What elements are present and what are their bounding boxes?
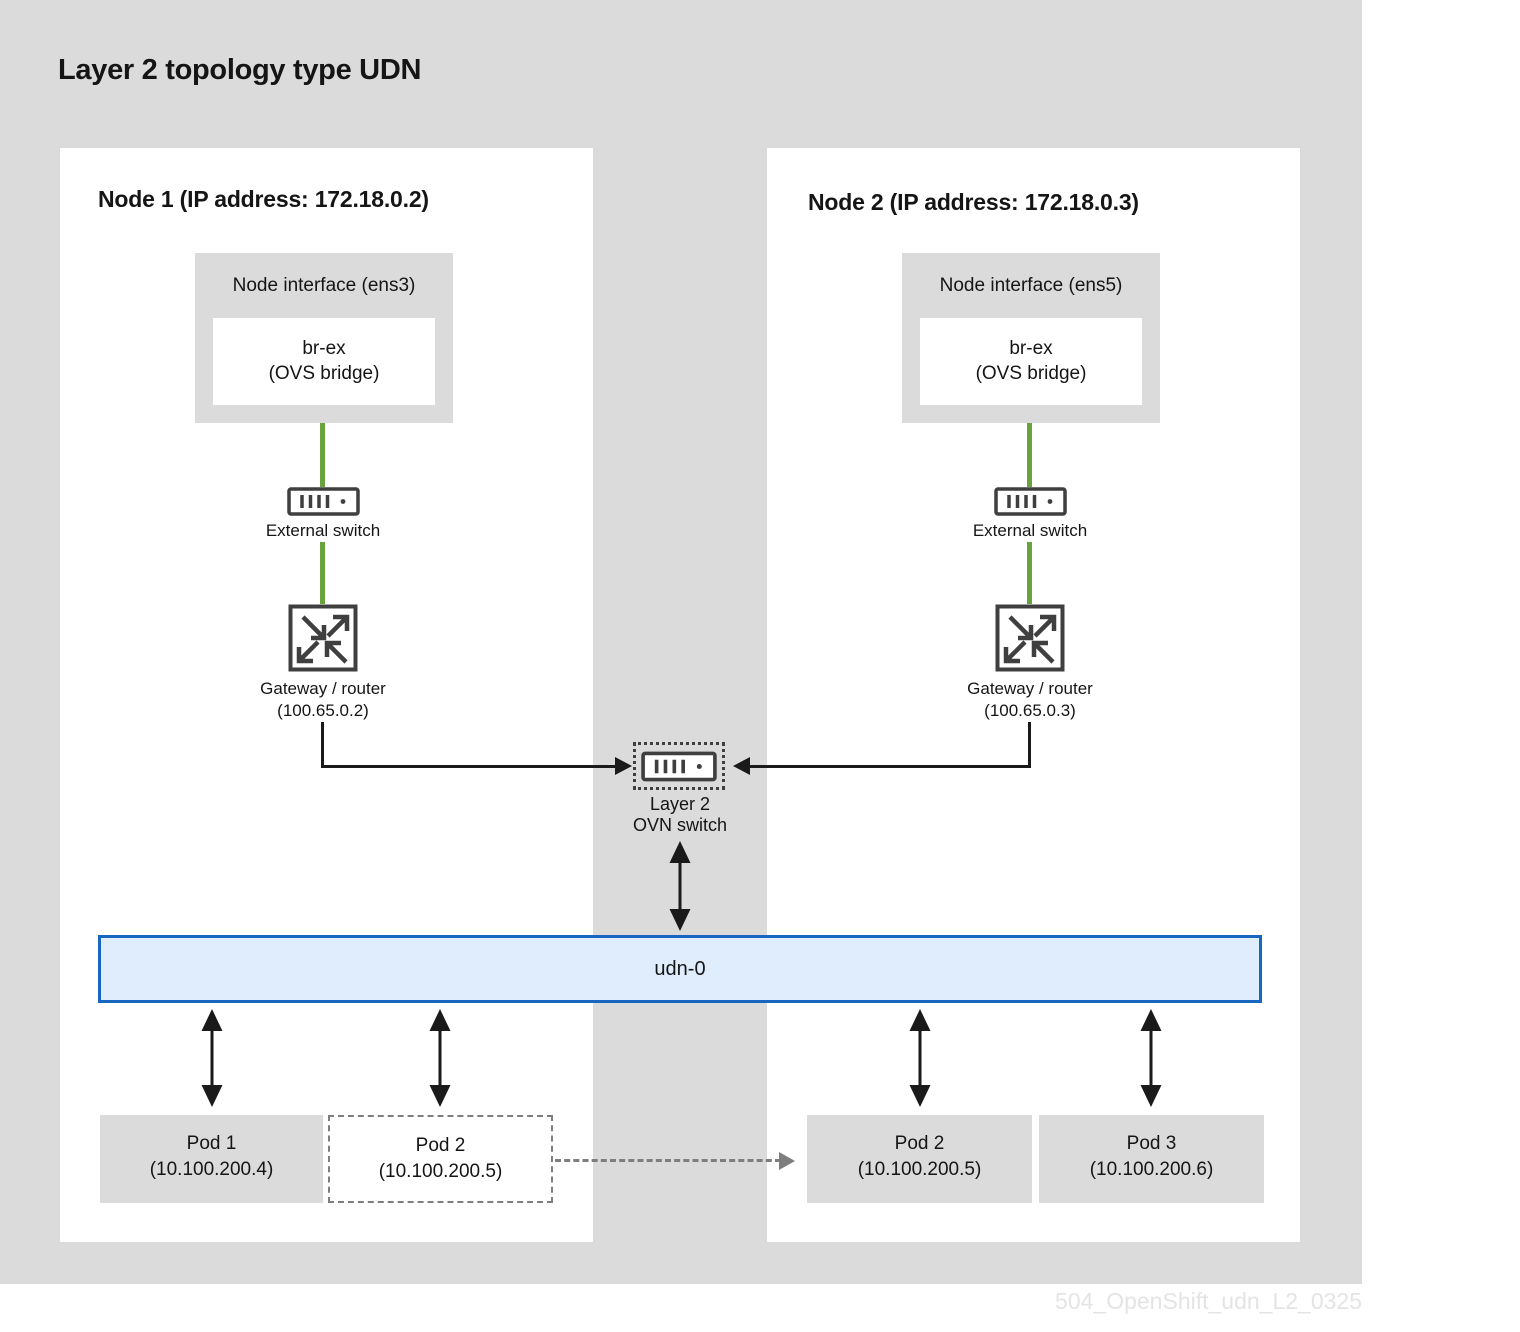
gateway-name: Gateway / router xyxy=(967,679,1093,698)
pod-name: Pod 3 xyxy=(1126,1133,1177,1154)
udn-network-label: udn-0 xyxy=(654,957,706,980)
pod-migration-dashed-line xyxy=(555,1159,781,1162)
ovn-switch-label-line1: Layer 2 xyxy=(649,794,711,814)
node1-gateway-router-icon xyxy=(288,604,358,672)
node2-green-link-top xyxy=(1027,423,1032,487)
node2-interface-label: Node interface (ens5) xyxy=(939,275,1123,296)
pod-ip: (10.100.200.6) xyxy=(1089,1159,1214,1180)
node1-interface-box: Node interface (ens3) br-ex (OVS bridge) xyxy=(195,253,453,423)
arrow-right-icon xyxy=(615,757,632,775)
node2-external-switch-icon xyxy=(994,487,1067,516)
ovn-switch-label-line2: OVN switch xyxy=(632,815,728,835)
node2-header: Node 2 (IP address: 172.18.0.3) xyxy=(808,189,1139,215)
node1-gateway-connector-vertical xyxy=(321,722,324,767)
node1-gateway-label: Gateway / router (100.65.0.2) xyxy=(223,678,423,722)
node1-green-link-bottom xyxy=(320,542,325,604)
double-arrow-icon xyxy=(909,1009,931,1107)
node2-interface-box: Node interface (ens5) br-ex (OVS bridge) xyxy=(902,253,1160,423)
node1-green-link-top xyxy=(320,423,325,487)
double-arrow-icon xyxy=(201,1009,223,1107)
node1-external-switch-label: External switch xyxy=(265,521,381,540)
pod-ip: (10.100.200.5) xyxy=(378,1161,503,1182)
gateway-ip: (100.65.0.3) xyxy=(984,701,1076,720)
pod3-box: Pod 3 (10.100.200.6) xyxy=(1039,1115,1264,1203)
diagram-title: Layer 2 topology type UDN xyxy=(58,54,422,86)
bridge-type: (OVS bridge) xyxy=(268,363,380,384)
double-arrow-icon xyxy=(429,1009,451,1107)
node2-gateway-label: Gateway / router (100.65.0.3) xyxy=(930,678,1130,722)
bridge-type: (OVS bridge) xyxy=(975,363,1087,384)
node2-gateway-connector-vertical xyxy=(1028,722,1031,767)
node1-gateway-connector-horizontal xyxy=(321,765,617,768)
bridge-name: br-ex xyxy=(1009,338,1053,359)
node2-gateway-router-icon xyxy=(995,604,1065,672)
arrow-left-icon xyxy=(733,757,750,775)
ovn-switch-icon xyxy=(641,751,717,781)
node2-ovs-bridge-box: br-ex (OVS bridge) xyxy=(920,318,1142,405)
pod-ip: (10.100.200.4) xyxy=(149,1159,274,1180)
pod-ip: (10.100.200.5) xyxy=(857,1159,982,1180)
node1-external-switch-icon xyxy=(287,487,360,516)
pod2-box: Pod 2 (10.100.200.5) xyxy=(807,1115,1032,1203)
node1-interface-label: Node interface (ens3) xyxy=(232,275,416,296)
node2-gateway-connector-horizontal xyxy=(750,765,1031,768)
pod2-ghost-box: Pod 2 (10.100.200.5) xyxy=(328,1115,553,1203)
watermark-text: 504_OpenShift_udn_L2_0325 xyxy=(1055,1288,1362,1314)
node1-ovs-bridge-box: br-ex (OVS bridge) xyxy=(213,318,435,405)
pod-name: Pod 1 xyxy=(186,1133,237,1154)
dashed-arrow-right-icon xyxy=(779,1152,795,1170)
pod1-box: Pod 1 (10.100.200.4) xyxy=(100,1115,323,1203)
double-arrow-icon xyxy=(1140,1009,1162,1107)
udn-network-bar: udn-0 xyxy=(98,935,1262,1003)
gateway-ip: (100.65.0.2) xyxy=(277,701,369,720)
pod-name: Pod 2 xyxy=(415,1135,466,1156)
node2-external-switch-label: External switch xyxy=(972,521,1088,540)
ovn-switch-label: Layer 2 OVN switch xyxy=(595,794,765,836)
ovn-switch-dotted-box xyxy=(633,742,725,790)
double-arrow-icon xyxy=(669,841,691,931)
node1-header: Node 1 (IP address: 172.18.0.2) xyxy=(98,186,429,212)
node2-green-link-bottom xyxy=(1027,542,1032,604)
bridge-name: br-ex xyxy=(302,338,346,359)
pod-name: Pod 2 xyxy=(894,1133,945,1154)
gateway-name: Gateway / router xyxy=(260,679,386,698)
